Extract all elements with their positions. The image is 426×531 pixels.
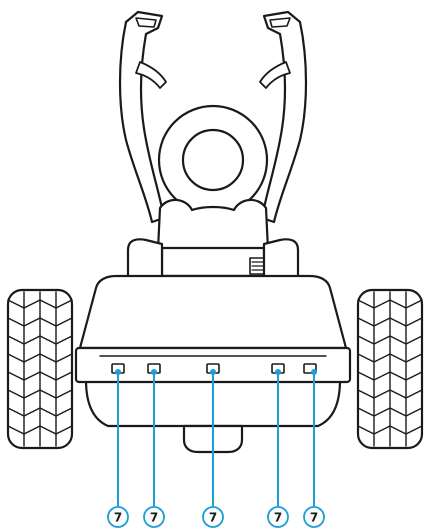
- robot-body: [74, 274, 352, 454]
- callout-label-3: 7: [209, 511, 217, 525]
- left-gripper-tip: [135, 17, 157, 28]
- callout-label-2: 7: [150, 511, 158, 525]
- left-shoulder: [126, 238, 164, 280]
- left-wheel: [6, 288, 74, 450]
- callout-sensor-5: 7: [303, 369, 325, 528]
- right-gripper-arm: [260, 10, 308, 224]
- callout-label-4: 7: [274, 511, 282, 525]
- right-gripper-tip: [269, 17, 291, 28]
- callout-sensor-4: 7: [267, 369, 289, 528]
- left-gripper-arm: [118, 10, 166, 224]
- sensor-ports: [111, 363, 317, 374]
- callouts: 7 7 7 7 7: [107, 369, 325, 528]
- callout-label-5: 7: [310, 511, 318, 525]
- right-shoulder: [262, 238, 300, 280]
- body-shell: [78, 274, 348, 350]
- callout-sensor-3: 7: [202, 369, 224, 528]
- neck-mast: [156, 198, 270, 278]
- right-gripper-inner-arm: [259, 61, 291, 89]
- right-wheel: [356, 288, 424, 450]
- callout-label-1: 7: [114, 511, 122, 525]
- head-ring: [157, 104, 269, 216]
- callout-sensor-1: 7: [107, 369, 129, 528]
- left-gripper-inner-arm: [135, 61, 167, 89]
- callout-sensor-2: 7: [143, 369, 165, 528]
